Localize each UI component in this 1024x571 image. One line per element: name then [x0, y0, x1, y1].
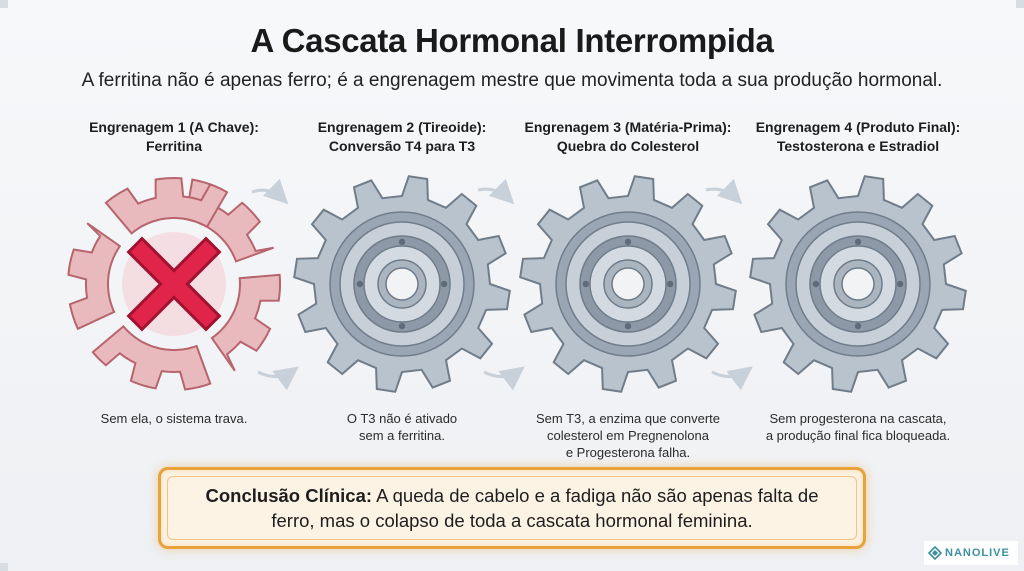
gear-bolt [666, 280, 674, 288]
stage-caption: Sem progesterona na cascata, a produção … [765, 411, 951, 443]
stage-caption: O T3 não é ativado sem a ferritina. [346, 411, 458, 443]
stage-title: Engrenagem 4 (Produto Final): Testostero… [755, 119, 961, 154]
stage-tireoide: Engrenagem 2 (Tireoide): Conversão T4 pa… [282, 118, 522, 443]
stage-title: Engrenagem 2 (Tireoide): Conversão T4 pa… [317, 119, 487, 154]
corner-mark [1016, 0, 1024, 8]
corner-mark [0, 563, 8, 571]
gear-graphic [749, 175, 967, 393]
conclusion-text: Conclusão Clínica: A queda de cabelo e a… [182, 483, 842, 533]
brand-logo: NANOLIVE [924, 541, 1018, 565]
gear-ring [611, 267, 645, 301]
gear-graphic [519, 175, 737, 393]
gear-bolt [896, 280, 904, 288]
gear-bolt [398, 238, 406, 246]
gear-icon [748, 174, 968, 394]
gear-bolt [582, 280, 590, 288]
gear-bolt [398, 322, 406, 330]
gear-bolt [440, 280, 448, 288]
conclusion-body: A queda de cabelo e a fadiga não são ape… [271, 485, 819, 531]
gear-icon [518, 174, 738, 394]
corner-mark [0, 0, 8, 8]
gear-fragment [104, 176, 229, 235]
gear-bolt [356, 280, 364, 288]
stage-title: Engrenagem 1 (A Chave): Ferritina [89, 119, 259, 154]
stage-caption: Sem T3, a enzima que converte colesterol… [535, 411, 721, 460]
gear-ring [841, 267, 875, 301]
conclusion-box: Conclusão Clínica: A queda de cabelo e a… [158, 467, 866, 549]
brand-name: NANOLIVE [945, 547, 1010, 559]
stage-caption: Sem ela, o sistema trava. [100, 411, 248, 426]
stage-produto-final: Engrenagem 4 (Produto Final): Testostero… [738, 118, 978, 443]
page-subtitle: A ferritina não é apenas ferro; é a engr… [81, 70, 943, 91]
broken-gear-icon [64, 174, 284, 394]
brand-logo-icon [928, 546, 942, 560]
conclusion-label: Conclusão Clínica: [205, 485, 373, 506]
page-title: A Cascata Hormonal Interrompida [250, 22, 774, 59]
gear-bolt [812, 280, 820, 288]
gear-bolt [624, 322, 632, 330]
stage-title: Engrenagem 3 (Matéria-Prima): Quebra do … [524, 119, 732, 154]
stage-ferritina: Engrenagem 1 (A Chave): Ferritina Sem el… [54, 118, 294, 426]
gear-icon [292, 174, 512, 394]
gear-ring [385, 267, 419, 301]
gear-bolt [624, 238, 632, 246]
gear-fragment [210, 273, 281, 372]
gear-fragment [91, 325, 212, 391]
stage-colesterol: Engrenagem 3 (Matéria-Prima): Quebra do … [508, 118, 748, 460]
gear-bolt [854, 238, 862, 246]
gear-graphic [293, 175, 511, 393]
error-cross-icon [130, 240, 218, 328]
broken-gear-graphic [67, 176, 281, 391]
gear-fragment [67, 222, 122, 331]
gear-bolt [854, 322, 862, 330]
